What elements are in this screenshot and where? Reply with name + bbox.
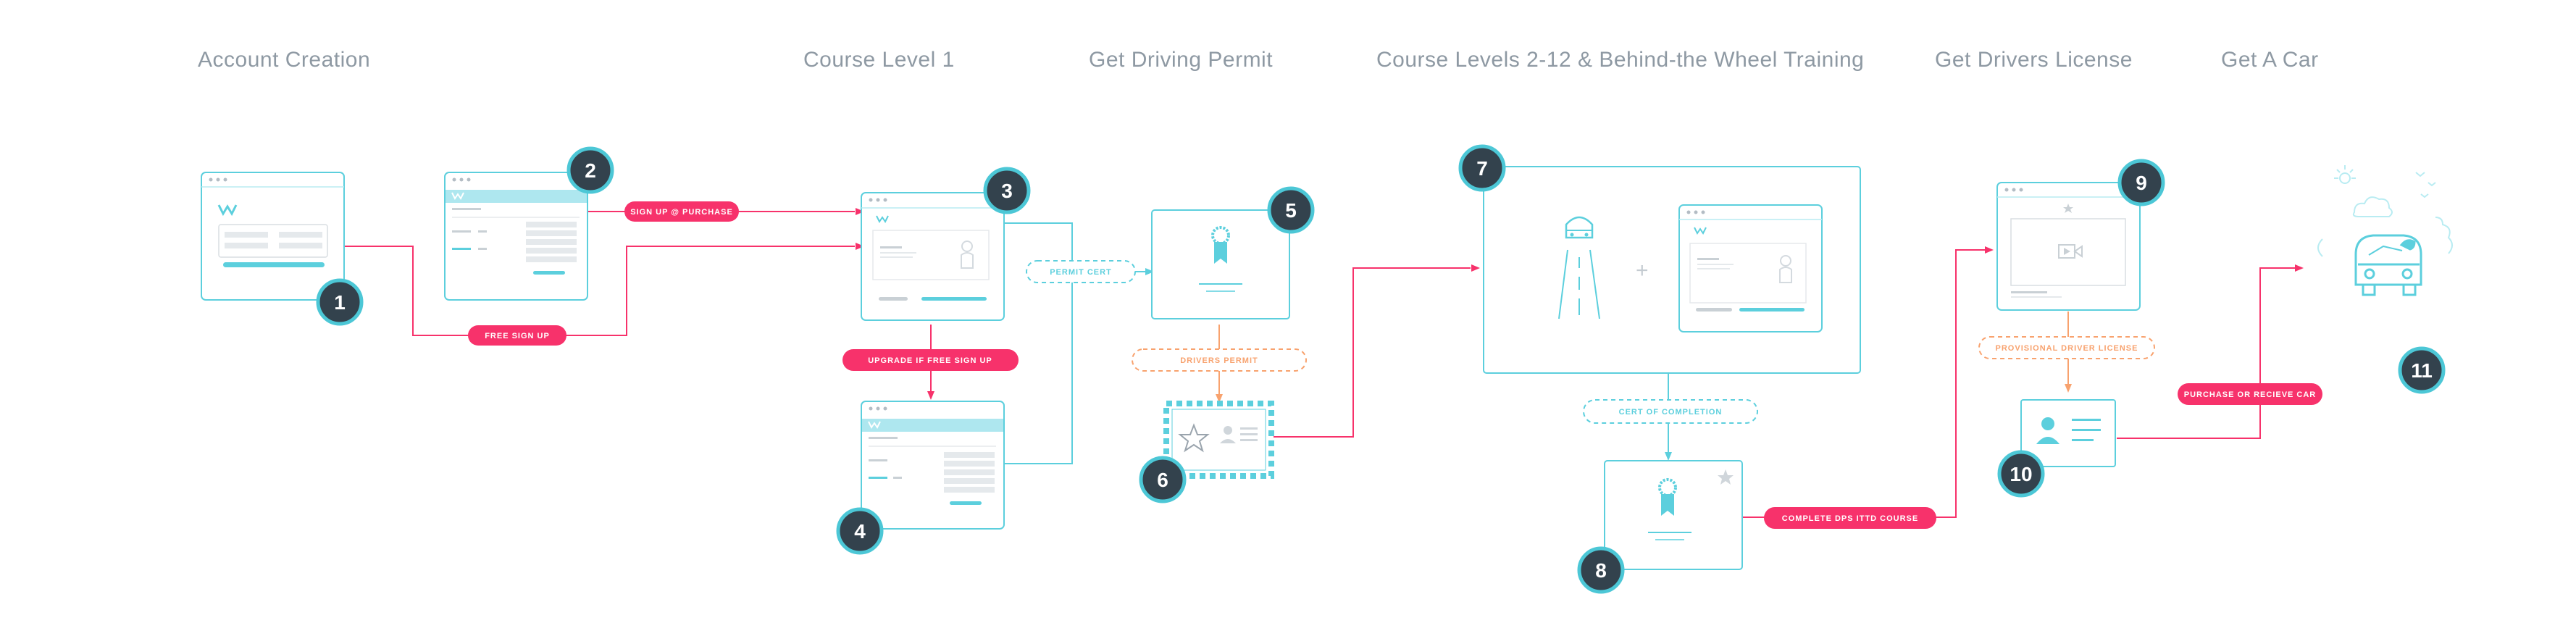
svg-text:7: 7 (1476, 157, 1488, 180)
artifact-pills: PERMIT CERT DRIVERS PERMIT CERT OF COMPL… (1026, 260, 2155, 424)
step-badge-2: 2 (566, 146, 614, 194)
svg-text:9: 9 (2136, 172, 2147, 194)
person-icon (2041, 417, 2054, 430)
dash-pill-drivers-permit: DRIVERS PERMIT (1132, 348, 1307, 372)
stage-title-get-a-car: Get A Car (2221, 48, 2319, 72)
dash-pill-cert-completion: CERT OF COMPLETION (1583, 399, 1758, 424)
completion-certificate (1604, 460, 1743, 570)
step-badges: 1 2 3 4 5 6 7 8 9 10 11 (316, 144, 2446, 594)
connector-course-bracket (1003, 222, 1073, 464)
svg-text:FREE SIGN UP: FREE SIGN UP (485, 332, 550, 340)
svg-text:CERT OF COMPLETION: CERT OF COMPLETION (1619, 408, 1723, 417)
video-icon (2058, 244, 2083, 259)
action-pills: SIGN UP @ PURCHASE FREE SIGN UP UPGRADE … (468, 201, 2322, 529)
car-icon (1565, 216, 1594, 239)
svg-text:4: 4 (854, 520, 866, 543)
stage-title-get-drivers-license: Get Drivers License (1935, 48, 2133, 72)
pill-free-sign-up: FREE SIGN UP (468, 325, 566, 346)
svg-text:6: 6 (1157, 469, 1168, 491)
connector-free-signup (344, 246, 855, 336)
dash-pill-permit-cert: PERMIT CERT (1026, 260, 1136, 283)
drivers-permit-card (1163, 401, 1274, 479)
connector-to-course-levels (1274, 267, 1471, 438)
screen-signup-form (444, 172, 588, 301)
car-illustration (2317, 165, 2453, 296)
svg-text:PROVISIONAL DRIVER LICENSE: PROVISIONAL DRIVER LICENSE (1996, 344, 2138, 353)
screen-upgrade-form (861, 401, 1005, 530)
road-icon (1558, 249, 1600, 319)
step-badge-8: 8 (1577, 546, 1625, 594)
svg-text:UPGRADE IF FREE SIGN UP: UPGRADE IF FREE SIGN UP (868, 356, 992, 365)
step-badge-4: 4 (836, 507, 884, 555)
pill-upgrade-if-free: UPGRADE IF FREE SIGN UP (842, 349, 1019, 371)
step-badge-1: 1 (316, 278, 364, 326)
stage-title-course-levels-2-12: Course Levels 2-12 & Behind-the Wheel Tr… (1376, 48, 1864, 72)
svg-text:1: 1 (334, 291, 346, 314)
cloud-icon (2352, 196, 2393, 217)
screen-course-level-1 (861, 192, 1005, 321)
sun-icon (2334, 165, 2356, 184)
svg-text:10: 10 (2010, 463, 2032, 485)
course-levels-panel: + (1483, 166, 1861, 374)
logo-icon (217, 204, 238, 217)
svg-text:11: 11 (2411, 359, 2433, 382)
permit-certificate (1151, 209, 1290, 319)
star-icon (1178, 423, 1210, 453)
screen-account-login (201, 172, 345, 301)
arrowheads (856, 208, 2304, 461)
svg-text:8: 8 (1595, 559, 1607, 582)
svg-text:COMPLETE DPS ITTD COURSE: COMPLETE DPS ITTD COURSE (1782, 514, 1918, 523)
star-icon (2063, 204, 2073, 213)
car-icon (2354, 234, 2422, 296)
stage-title-get-driving-permit: Get Driving Permit (1089, 48, 1273, 72)
svg-text:2: 2 (585, 159, 596, 182)
person-icon (1224, 426, 1232, 435)
pill-purchase-car: PURCHASE OR RECIEVE CAR (2178, 383, 2322, 405)
stage-title-course-level-1: Course Level 1 (803, 48, 955, 72)
svg-text:PURCHASE OR RECIEVE CAR: PURCHASE OR RECIEVE CAR (2184, 390, 2317, 399)
svg-text:SIGN UP @ PURCHASE: SIGN UP @ PURCHASE (630, 208, 733, 217)
step-badge-11: 11 (2398, 346, 2446, 394)
dash-pill-provisional-license: PROVISIONAL DRIVER LICENSE (1978, 336, 2155, 359)
pill-complete-dps: COMPLETE DPS ITTD COURSE (1764, 507, 1936, 529)
connector-purchase-car (2117, 267, 2296, 439)
plus-sign: + (1636, 259, 1649, 283)
svg-text:PERMIT CERT: PERMIT CERT (1050, 268, 1112, 277)
step-badge-3: 3 (983, 167, 1031, 214)
step-badge-10: 10 (1997, 450, 2045, 498)
drivers-license-card (2020, 399, 2116, 467)
step-badge-6: 6 (1139, 456, 1187, 503)
svg-text:DRIVERS PERMIT: DRIVERS PERMIT (1180, 356, 1258, 365)
screen-license-video (1996, 182, 2141, 311)
step-badge-9: 9 (2117, 159, 2165, 206)
award-ribbon-icon (1211, 226, 1230, 264)
step-badge-7: 7 (1458, 144, 1506, 192)
bird-icon (2415, 172, 2425, 177)
step-badge-5: 5 (1267, 186, 1315, 234)
svg-text:3: 3 (1001, 180, 1013, 202)
svg-text:5: 5 (1285, 199, 1297, 222)
star-icon (1718, 469, 1734, 485)
pill-sign-up-purchase: SIGN UP @ PURCHASE (624, 201, 739, 222)
stage-title-account-creation: Account Creation (198, 48, 370, 72)
